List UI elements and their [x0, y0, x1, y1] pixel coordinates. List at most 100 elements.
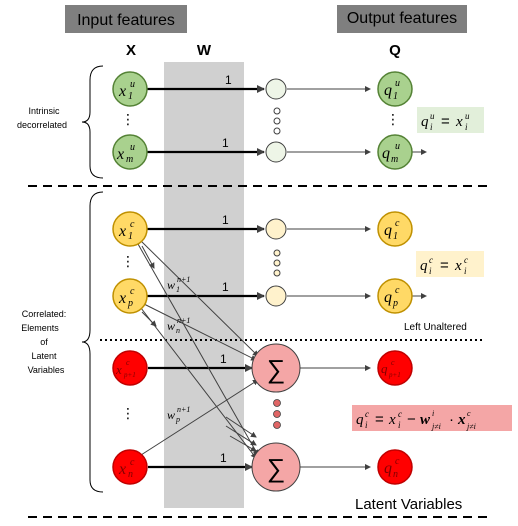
weight-label-1a: 1	[225, 73, 232, 87]
weight-label-wn: w n n+1	[167, 316, 190, 335]
svg-text:c: c	[429, 255, 433, 265]
equation-left-unaltered: q i c = x i c	[416, 251, 484, 277]
hidden-dot-c2	[273, 259, 281, 267]
weight-label-1f: 1	[220, 451, 227, 465]
svg-text:c: c	[391, 358, 395, 367]
svg-text:w: w	[420, 412, 431, 428]
sum-dot-3	[273, 421, 281, 429]
node-qp1c: q p+1 c	[377, 350, 413, 386]
stub-arrow-xpc	[141, 311, 157, 327]
svg-text:1: 1	[128, 91, 133, 102]
svg-text:1: 1	[176, 285, 180, 294]
svg-text:=: =	[440, 257, 449, 274]
svg-text:c: c	[464, 255, 468, 265]
svg-text:u: u	[430, 111, 435, 121]
hidden-node-um	[265, 141, 287, 163]
edge-x1c-sum1	[139, 239, 259, 357]
svg-text:x: x	[118, 223, 126, 240]
svg-text:w: w	[167, 319, 175, 333]
hidden-dot-u1	[273, 107, 281, 115]
correlated-label-line3: of	[40, 337, 48, 347]
svg-text:c: c	[467, 409, 471, 418]
stub-arrow-x1c	[141, 245, 155, 269]
left-unaltered-label: Left Unaltered	[404, 322, 467, 333]
weight-label-w1: w 1 n+1	[167, 275, 190, 294]
svg-text:m: m	[126, 154, 133, 165]
svg-text:x: x	[118, 290, 126, 307]
node-xnc: x n c	[112, 449, 148, 485]
equation-intrinsic: q i u = x i u	[417, 107, 484, 133]
svg-text:−: −	[407, 411, 416, 428]
edge-x1c-sum2	[137, 243, 259, 456]
hidden-node-u1	[265, 78, 287, 100]
svg-text:q: q	[421, 114, 429, 130]
svg-text:u: u	[395, 78, 400, 89]
correlated-label-line5: Variables	[28, 365, 65, 375]
svg-text:p+1: p+1	[388, 371, 401, 379]
svg-text:w: w	[167, 408, 175, 422]
svg-text:q: q	[384, 460, 392, 477]
svg-text:c: c	[126, 358, 130, 367]
weight-label-1b: 1	[222, 136, 229, 150]
svg-text:c: c	[130, 457, 135, 468]
sum-node-lower: ∑	[251, 442, 301, 492]
node-qnc: q n c	[377, 449, 413, 485]
svg-text:p: p	[127, 298, 133, 309]
svg-text:x: x	[118, 83, 126, 100]
vdots-intrinsic: ⋮	[121, 111, 135, 127]
svg-text:u: u	[130, 79, 135, 90]
svg-text:p: p	[175, 415, 180, 424]
svg-text:q: q	[356, 412, 364, 428]
node-x1u: x 1 u	[112, 71, 148, 107]
svg-text:1: 1	[128, 231, 133, 242]
column-label-x: X	[126, 42, 136, 59]
node-qpc: q p c	[377, 278, 413, 314]
svg-text:c: c	[130, 286, 135, 297]
vdots-correlated-lower: ⋮	[121, 405, 135, 421]
svg-text:c: c	[395, 285, 400, 296]
svg-text:=: =	[375, 411, 384, 428]
stub-arrow-1	[225, 416, 257, 438]
sum-node-upper: ∑	[251, 343, 301, 393]
weight-label-wp: w p n+1	[167, 405, 190, 424]
svg-text:p: p	[392, 298, 398, 309]
svg-text:=: =	[441, 113, 450, 130]
svg-text:q: q	[381, 361, 388, 376]
svg-text:c: c	[398, 409, 402, 419]
svg-text:j≠i: j≠i	[466, 422, 476, 431]
intrinsic-label-line1: Intrinsic	[28, 106, 60, 116]
svg-text:i: i	[365, 420, 368, 430]
svg-text:c: c	[395, 456, 400, 467]
svg-text:n: n	[128, 469, 133, 480]
svg-text:∑: ∑	[267, 354, 286, 384]
intrinsic-bracket	[81, 65, 104, 179]
stub-arrow-2	[225, 425, 257, 446]
svg-text:n: n	[176, 326, 180, 335]
svg-text:∑: ∑	[267, 453, 286, 483]
svg-text:u: u	[465, 111, 470, 121]
hidden-node-cp	[265, 285, 287, 307]
hidden-dot-c3	[273, 269, 281, 277]
node-x1c: x 1 c	[112, 211, 148, 247]
correlated-label-line1: Correlated:	[22, 309, 67, 319]
svg-text:c: c	[365, 409, 369, 419]
svg-text:u: u	[130, 142, 135, 153]
node-qmu: q m u	[377, 134, 413, 170]
hidden-dot-u3	[273, 127, 281, 135]
svg-text:x: x	[116, 146, 124, 163]
svg-text:x: x	[454, 258, 462, 274]
output-features-header-box	[337, 5, 467, 33]
edge-xnc-sum1	[140, 379, 259, 456]
svg-text:n+1: n+1	[177, 316, 190, 325]
svg-text:x: x	[115, 362, 122, 377]
svg-text:·: ·	[449, 411, 454, 428]
svg-text:p+1: p+1	[123, 371, 136, 379]
svg-text:c: c	[395, 218, 400, 229]
hidden-dot-c1	[273, 249, 281, 257]
vdots-correlated-upper: ⋮	[121, 253, 135, 269]
node-q1u: q 1 u	[377, 71, 413, 107]
weight-label-1e: 1	[220, 352, 227, 366]
svg-text:x: x	[388, 412, 396, 428]
